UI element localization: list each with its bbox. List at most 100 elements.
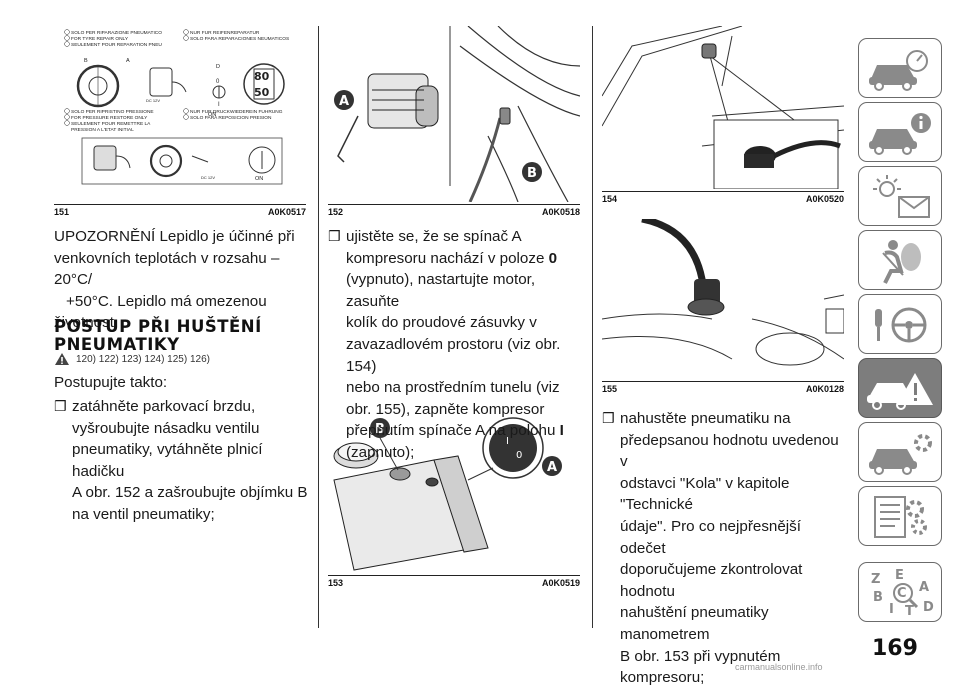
figure-152-caption-rule [328,204,580,205]
index-letter-c: C [897,586,907,601]
fig151-label-tl-1: SOLO PER RIPARAZIONE PNEUMATICO [71,30,162,36]
fig151-zero: 0 [216,79,220,85]
warning-line-2: venkovních teplotách v rozsahu –20°C/ [54,249,280,289]
side-tab-driving[interactable] [858,294,942,354]
index-letter-t: T [905,604,914,619]
side-tab-safety[interactable] [858,230,942,290]
index-letters-icon: Z E A B I C T D [871,568,934,619]
warning-line-3: +50°C. Lepidlo má omezenou [66,292,267,310]
watermark-text: carmanualsonline.info [735,662,823,672]
compressor-and-valve-illustration: A B [328,26,580,202]
bullet-item-1: ❒ zatáhněte parkovací brzdu, vyšroubujte… [54,396,316,526]
airbag-safety-icon [882,240,921,284]
figure-151-caption-rule [54,204,306,205]
figure-151-number: 151 [54,207,70,217]
fig152-callout-a: A [339,94,349,109]
figure-152: A B 152 A0K0518 [328,26,580,217]
bullet1-line-3: pneumatiky, vytáhněte plnicí hadičku [72,441,263,480]
warning-paragraph: UPOZORNĚNÍ Lepidlo je účinné při venkovn… [54,226,314,334]
bullet3-line-4: údaje". Pro co nejpřesnější odečet [620,517,801,557]
car-emergency-icon [867,373,933,410]
car-dashboard-icon [869,50,928,91]
fig151-dc-2: DC 12V [201,175,215,180]
fig151-marker-d: D [216,64,220,70]
bullet2-line-5: zavazadlovém prostoru (viz obr. 154) [346,335,561,375]
bullet2-line-4: kolík do proudové zásuvky v [346,314,537,332]
figure-155-caption-rule [602,381,844,382]
bullet2-line-1: ujistěte se, že se spínač A [346,228,522,245]
references-text: 120) 122) 123) 124) 125) 126) [76,353,210,365]
fig151-marker-a: A [126,58,130,64]
car-info-icon [869,113,931,155]
figure-152-number: 152 [328,207,344,217]
section-heading: POSTUP PŘI HUŠTĚNÍ PNEUMATIKY [54,317,262,354]
checkbox-bullet-icon: ❒ [602,410,615,426]
figure-155-code: A0K0128 [805,384,844,394]
bullet2-line-6: nebo na prostředním tunelu (viz [346,379,560,397]
column-rule-1 [318,26,319,628]
fig151-dial-80: 80 [254,70,270,83]
warning-references: 120) 122) 123) 124) 125) 126) [54,352,210,366]
figure-152-code: A0K0518 [541,207,580,217]
figure-153-caption-rule [328,575,580,576]
warning-line-1: UPOZORNĚNÍ Lepidlo je účinné při [54,228,295,245]
bullet2-line-9: (zapnuto); [346,443,415,461]
side-tab-emergency[interactable] [858,358,942,418]
warning-line-4: životnost. [54,314,119,332]
bullet2-line-2: kompresoru nachází v poloze [346,249,545,267]
bullet3-line-2: předepsanou hodnotu uvedenou v [620,431,839,471]
fig151-label-br-2: SOLO PARA REPOSICION PRESION [190,115,272,121]
figure-151-code: A0K0517 [267,207,306,217]
warning-lights-message-icon [873,175,930,218]
fig151-label-tr-2: SOLO PARA REPARACIONES NEUMATICOS [190,36,289,42]
bullet1-line-4: A obr. 152 a zašroubujte objímku B [72,484,308,502]
figure-155: 155 A0K0128 [602,219,844,399]
figure-151: SOLO PER RIPARAZIONE PNEUMATICO FOR TYRE… [54,26,306,217]
fig151-label-bl-3: SEULEMENT POUR REMETTRE LA [71,121,151,127]
bullet3-line-6: nahuštění pneumatiky manometrem [620,604,769,643]
tunnel-power-socket-illustration [602,219,844,379]
bullet2-line-3: (vypnuto), nastartujte motor, zasuňte [346,271,536,310]
bullet1-line-2: vyšroubujte násadku ventilu [72,419,260,437]
figure-153-code: A0K0519 [541,578,580,588]
column-rule-2 [592,26,593,628]
page-number: 169 [872,636,918,661]
steering-wheel-key-icon [875,307,927,343]
fig153-switch-0: 0 [516,450,522,461]
bullet3-line-1: nahustěte pneumatiku na [620,410,791,427]
car-maintenance-icon [869,434,932,475]
index-letter-z: Z [871,572,880,587]
position-on-value: I [559,422,564,440]
side-tab-warning-lights[interactable] [858,166,942,226]
technical-data-icon [874,496,927,538]
fig151-on-2: ON [255,176,263,182]
figure-153: B I 0 A 153 A0K0519 [328,410,580,593]
fig151-label-tl-2: FOR TYRE REPAIR ONLY [71,36,129,42]
bullet2-line-8: přepnutím spínače A na polohu [346,422,556,440]
fig151-label-br-1: NUR FUR DRUCKWIEDEREIN FUHRUNG [190,109,283,115]
bullet3-line-5: doporučujeme zkontrolovat hodnotu [620,561,803,600]
fig151-label-bl-1: SOLO PER RIPRISTINO PRESSIONE [71,109,154,115]
figure-155-number: 155 [602,384,618,394]
fig151-marker-b: B [84,58,88,64]
position-off-value: 0 [548,249,558,267]
warning-triangle-icon [55,353,69,365]
bullet1-line-5: na ventil pneumatiky; [72,505,215,523]
fig151-label-tr-1: NUR FUR REIFENREPARATUR [190,30,260,36]
bullet-item-2: ❒ ujistěte se, že se spínač A kompresoru… [328,226,590,464]
fig151-label-bl-4: PRESSION A L'ETAT INITIAL [71,127,134,133]
figure-153-number: 153 [328,578,344,588]
index-letter-d: D [923,600,934,615]
side-tab-car-info[interactable] [858,102,942,162]
figure-154-code: A0K0520 [805,194,844,204]
side-tab-maintenance[interactable] [858,422,942,482]
figure-154-number: 154 [602,194,618,204]
tire-repair-label-illustration: SOLO PER RIPARAZIONE PNEUMATICO FOR TYRE… [54,26,306,202]
side-tab-index[interactable]: Z E A B I C T D [858,562,942,622]
intro-paragraph: Postupujte takto: [54,374,168,391]
side-tab-technical-data[interactable] [858,486,942,546]
side-tab-dashboard[interactable] [858,38,942,98]
fig153-callout-a: A [547,460,557,475]
bullet3-line-3: odstavci "Kola" v kapitole "Technické [620,474,790,514]
bullet2-line-7: obr. 155), zapněte kompresor [346,400,545,418]
